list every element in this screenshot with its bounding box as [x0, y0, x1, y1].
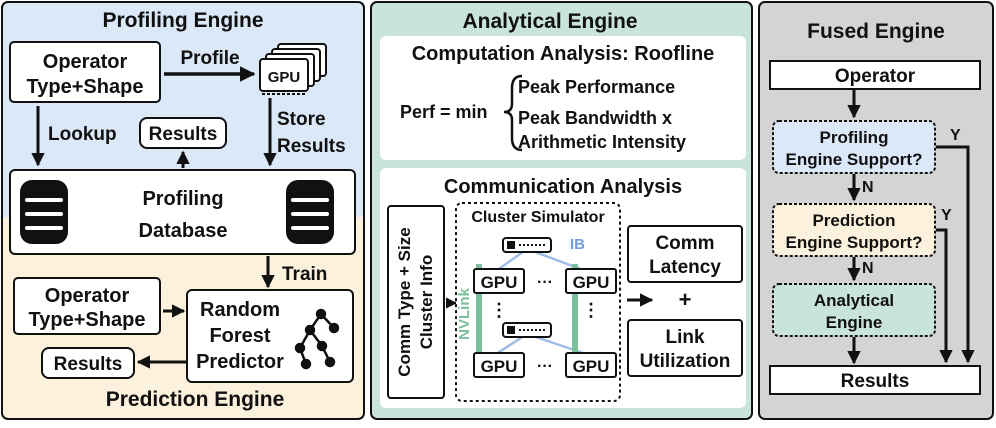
comm-type-size-label: Comm Type + Size — [395, 227, 414, 376]
gpu-node-top-right — [565, 268, 617, 294]
vdots-left: ⋮ — [490, 300, 508, 320]
profiling-support-box — [772, 120, 936, 174]
fused-operator-label: Operator — [835, 66, 916, 87]
no-label-1: N — [862, 179, 874, 196]
profiling-results-box — [139, 117, 227, 149]
analytical-engine-label: Analytical — [814, 291, 894, 310]
prediction-operator-shape-label: Type+Shape — [29, 309, 146, 331]
profiling-operator-shape-label: Type+Shape — [27, 76, 144, 98]
switch-icon — [502, 322, 552, 338]
store-label: Store — [277, 109, 326, 130]
cluster-info-label: Cluster Info — [417, 255, 436, 349]
profiling-support-label: Profiling — [820, 128, 889, 147]
predictor-label-1: Random — [200, 299, 280, 321]
lookup-label: Lookup — [48, 124, 117, 145]
database-label-2: Database — [139, 220, 228, 242]
min-brace — [503, 74, 523, 152]
plus-sign: + — [679, 287, 692, 312]
vdots-right: ⋮ — [582, 300, 600, 320]
arithmetic-intensity-label: Arithmetic Intensity — [518, 132, 686, 152]
profiling-results-label: Results — [149, 124, 218, 145]
train-label: Train — [282, 264, 327, 285]
yes-label-1: Y — [950, 127, 961, 144]
predictor-label-2: Forest — [209, 325, 270, 347]
fused-engine-title: Fused Engine — [807, 20, 945, 43]
comm-latency-box — [627, 225, 743, 283]
profile-label: Profile — [180, 48, 239, 69]
comm-input-box — [387, 205, 445, 399]
prediction-results-label: Results — [54, 354, 123, 375]
ellipsis-bottom: ··· — [537, 358, 553, 375]
link-utilization-box — [627, 319, 743, 377]
database-icon — [20, 180, 68, 244]
prediction-operator-label: Operator — [45, 285, 130, 307]
gpu-node-label: GPU — [573, 273, 610, 292]
panel-border — [1, 1, 365, 420]
prediction-support-box — [772, 203, 936, 257]
peak-bandwidth-label: Peak Bandwidth x — [518, 108, 672, 128]
store-results-label: Results — [277, 136, 346, 157]
gpu-node-label: GPU — [573, 357, 610, 376]
profiling-database-box — [9, 169, 356, 255]
fused-operator-box — [769, 60, 981, 90]
nvlink-right-bar — [572, 264, 578, 356]
roofline-title: Computation Analysis: Roofline — [412, 43, 715, 65]
nvlink-label: NVLink — [456, 288, 473, 340]
roofline-box — [380, 36, 746, 160]
profiling-operator-label: Operator — [43, 51, 128, 73]
communication-title: Communication Analysis — [444, 176, 682, 198]
comm-latency-label: Comm — [655, 233, 714, 254]
no-label-2: N — [862, 260, 874, 277]
prediction-engine-title: Prediction Engine — [106, 388, 285, 411]
profiling-engine-title: Profiling Engine — [103, 9, 264, 32]
fused-engine-panel: Fused Engine Operator Profiling Engine S… — [758, 1, 994, 420]
fused-results-box — [769, 365, 981, 395]
analytical-engine-box — [772, 283, 936, 337]
profiling-prediction-panel: Profiling Engine Operator Type+Shape Pro… — [1, 1, 365, 420]
gpu-node-label: GPU — [481, 273, 518, 292]
prediction-support-label: Prediction — [812, 211, 895, 230]
gpu-node-bottom-left — [473, 352, 525, 378]
analytical-engine-title: Analytical Engine — [462, 10, 637, 33]
fused-results-label: Results — [841, 371, 910, 392]
ellipsis-top: ··· — [537, 274, 553, 291]
predictor-label-3: Predictor — [196, 351, 284, 373]
analytical-engine-panel: Analytical Engine Computation Analysis: … — [370, 1, 753, 420]
prediction-support-label-2: Engine Support? — [786, 233, 923, 252]
prediction-operator-box — [13, 277, 161, 335]
gpu-stack-label: GPU — [268, 69, 301, 86]
gpu-node-top-left — [473, 268, 525, 294]
database-icon — [286, 180, 334, 244]
database-label: Profiling — [142, 188, 223, 210]
gpu-stack-icon: GPU — [259, 43, 327, 95]
prediction-results-box — [41, 347, 135, 379]
decision-tree-icon — [294, 308, 340, 370]
profiling-operator-box — [9, 41, 161, 103]
link-utilization-label: Link — [665, 327, 704, 348]
perf-min-label: Perf = min — [400, 102, 488, 122]
yes-path-prediction — [936, 228, 953, 364]
ib-label: IB — [570, 236, 585, 253]
cluster-simulator-title: Cluster Simulator — [471, 209, 604, 226]
gpu-node-bottom-right — [565, 352, 617, 378]
yes-label-2: Y — [941, 207, 952, 224]
gpu-node-label: GPU — [481, 357, 518, 376]
profiling-support-label-2: Engine Support? — [786, 150, 923, 169]
link-utilization-label-2: Utilization — [640, 351, 731, 372]
comm-latency-label-2: Latency — [649, 257, 721, 278]
nvlink-left-bar — [476, 264, 482, 356]
switch-icon — [502, 237, 552, 253]
yes-path-profiling — [936, 145, 975, 364]
random-forest-predictor-box — [186, 289, 354, 383]
peak-performance-label: Peak Performance — [518, 77, 675, 97]
analytical-engine-label-2: Engine — [826, 313, 883, 332]
